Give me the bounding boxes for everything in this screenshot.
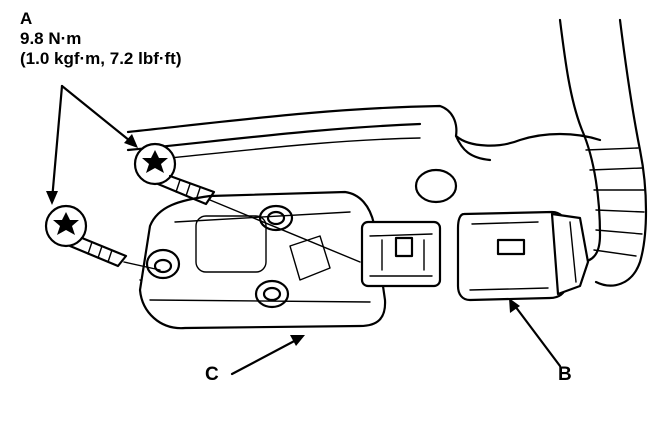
callout-b-arrow [509, 298, 562, 368]
callout-a-letter: A [20, 9, 33, 28]
wire-harness [558, 18, 648, 287]
mounting-panel [126, 104, 602, 301]
callout-a-torque-alt: (1.0 kgf·m, 7.2 lbf·ft) [20, 49, 182, 68]
callout-b-label: B [558, 364, 572, 385]
harness-connector [456, 210, 590, 302]
bolt-upper [133, 142, 216, 206]
bolt-lower [44, 204, 128, 268]
bolt-guide-lines [123, 199, 361, 271]
sensor-body [138, 190, 387, 330]
callout-a-torque: 9.8 N·m [20, 29, 82, 48]
callout-c-arrow [230, 335, 305, 376]
callout-a-arrows [46, 84, 138, 205]
callout-a-label: A 9.8 N·m (1.0 kgf·m, 7.2 lbf·ft) [20, 9, 182, 69]
callout-c-label: C [205, 364, 219, 385]
sensor-connector [360, 220, 442, 288]
